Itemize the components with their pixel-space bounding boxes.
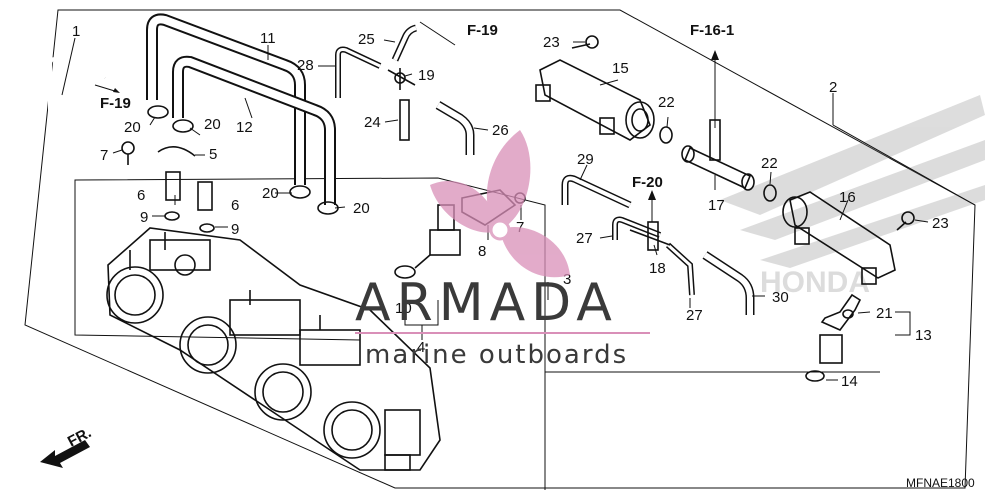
- throttle-body-assembly[interactable]: [106, 227, 441, 471]
- joint-18[interactable]: [629, 221, 671, 251]
- callout-6b: 6: [231, 197, 239, 214]
- hose-28[interactable]: [335, 46, 382, 98]
- fuel-rail-16[interactable]: [782, 191, 896, 285]
- watermark-emblem: [430, 130, 570, 278]
- callout-15: 15: [612, 60, 629, 77]
- diagram-code: MFNAE1800: [906, 476, 975, 490]
- ref-arrow-f19-top: [419, 21, 456, 46]
- callout-16: 16: [839, 189, 856, 206]
- hose-30[interactable]: [702, 251, 755, 315]
- callout-6a: 6: [137, 187, 145, 204]
- leader-lines: [61, 37, 976, 381]
- callout-22b: 22: [761, 155, 778, 172]
- callout-25: 25: [358, 31, 375, 48]
- joint-6[interactable]: [165, 171, 213, 211]
- callout-20d: 20: [353, 200, 370, 217]
- callout-10: 10: [395, 300, 412, 317]
- callout-20a: 20: [124, 119, 141, 136]
- callout-11: 11: [260, 30, 276, 47]
- hose-27-right[interactable]: [665, 242, 695, 296]
- callout-3: 3: [563, 271, 571, 288]
- hose-27-left[interactable]: [612, 216, 662, 240]
- watermark-tagline: marine outboards: [365, 340, 628, 370]
- callout-30: 30: [772, 289, 789, 306]
- front-direction-arrow: [40, 440, 90, 468]
- clip-5[interactable]: [157, 146, 196, 157]
- watermark-brand: ARMADA: [355, 273, 618, 333]
- fuel-rail-15[interactable]: [535, 59, 655, 141]
- callout-27a: 27: [576, 230, 593, 247]
- hose-1[interactable]: [48, 57, 106, 110]
- svg-text:HONDA: HONDA: [760, 266, 870, 299]
- ref-label-f19-left: F-19: [100, 95, 131, 112]
- callout-20c: 20: [262, 185, 279, 202]
- ref-label-f19-top: F-19: [467, 22, 498, 39]
- callout-23a: 23: [543, 34, 560, 51]
- callout-26: 26: [492, 122, 509, 139]
- callouts: 1 2 3 4 5 6 6 7 7 8 9 9 10 11 12 13 14 1…: [72, 23, 949, 390]
- callout-2: 2: [829, 79, 837, 96]
- ref-label-f16-1: F-16-1: [690, 22, 734, 39]
- o-ring-22[interactable]: [659, 126, 777, 202]
- callout-9a: 9: [140, 209, 148, 226]
- hose-26[interactable]: [435, 101, 475, 155]
- callout-24: 24: [364, 114, 381, 131]
- callout-5: 5: [209, 146, 217, 163]
- hose-12[interactable]: [172, 55, 336, 205]
- ref-label-f20: F-20: [632, 174, 663, 191]
- hose-25[interactable]: [391, 24, 418, 62]
- front-direction-label: FR.: [65, 424, 94, 450]
- callout-27b: 27: [686, 307, 703, 324]
- callout-7a: 7: [100, 147, 108, 164]
- callout-17: 17: [708, 197, 725, 214]
- ref-arrowhead-f20: [648, 190, 656, 200]
- callout-18: 18: [649, 260, 666, 277]
- injector-13[interactable]: [805, 293, 862, 382]
- fuel-joint-17[interactable]: [681, 119, 755, 191]
- callout-19: 19: [418, 67, 435, 84]
- ref-arrowhead-f16-1: [711, 50, 719, 60]
- callout-8: 8: [478, 243, 486, 260]
- ref-arrowhead-f19-left: [113, 88, 120, 93]
- hose-11[interactable]: [146, 13, 306, 185]
- hose-24[interactable]: [399, 99, 410, 141]
- hose-29[interactable]: [561, 174, 632, 209]
- callout-1: 1: [72, 23, 80, 40]
- callout-13: 13: [915, 327, 932, 344]
- callout-4: 4: [417, 339, 425, 356]
- joint-19[interactable]: [387, 68, 416, 90]
- callout-12: 12: [236, 119, 253, 136]
- wing-logo-watermark: HONDA: [720, 95, 985, 299]
- callout-14: 14: [841, 373, 858, 390]
- callout-20b: 20: [204, 116, 221, 133]
- o-ring-9[interactable]: [164, 211, 215, 233]
- callout-21: 21: [876, 305, 893, 322]
- callout-23b: 23: [932, 215, 949, 232]
- callout-28: 28: [297, 57, 314, 74]
- callout-29: 29: [577, 151, 594, 168]
- assembly-outline: [24, 9, 976, 489]
- callout-9b: 9: [231, 221, 239, 238]
- bolt-23[interactable]: [571, 35, 915, 231]
- callout-22a: 22: [658, 94, 675, 111]
